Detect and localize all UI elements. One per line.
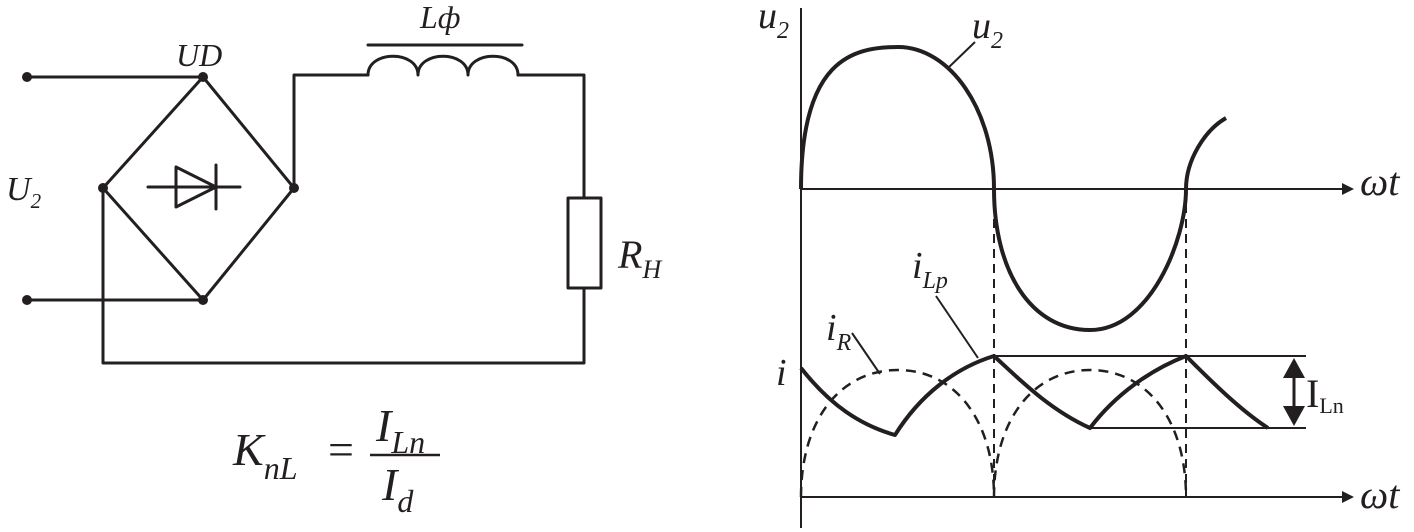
ir-curve-label: iR [826,307,852,356]
load-resistor-icon [566,196,603,290]
current-axis-label: i [776,352,787,394]
input-voltage-label: U2 [6,171,42,213]
wire-to-load [516,73,586,200]
bottom-axis-label: ωt [1360,472,1400,517]
ripple-arrow-down [1283,406,1305,426]
bridge-node-top [198,72,208,82]
return-wire [101,186,586,365]
u2-callout-line [947,41,976,69]
formula-numerator: ILn [375,400,425,460]
formula-equals: = [328,424,354,475]
ilp-solid-curve [799,354,1270,437]
formula-denominator: Id [381,459,414,519]
u2-curve-label: u2 [972,5,1003,54]
ripple-coefficient-formula: KnL = ILn Id [232,400,440,519]
formula-lhs: KnL [232,424,297,486]
top-axis-label: ωt [1360,159,1400,204]
waveform-graphs: ωt ωt u2 u2 i ILn iR iLp [758,0,1400,528]
voltage-axis-label: u2 [758,0,789,44]
ilp-curve-label: iLp [912,245,948,294]
bridge-label: UD [176,37,222,73]
inductor-icon [366,43,524,77]
circuit-schematic: U2 UD Lф RH [6,0,662,365]
ir-callout-line [851,332,881,375]
inductor-label: Lф [419,0,461,35]
diode-icon [146,163,242,211]
load-label: RH [617,232,662,284]
ripple-label: ILn [1306,371,1344,418]
ilp-callout-line [935,295,979,359]
bridge-node-bottom [198,295,208,305]
wire-to-inductor [292,73,370,190]
ripple-arrow-up [1283,358,1305,378]
